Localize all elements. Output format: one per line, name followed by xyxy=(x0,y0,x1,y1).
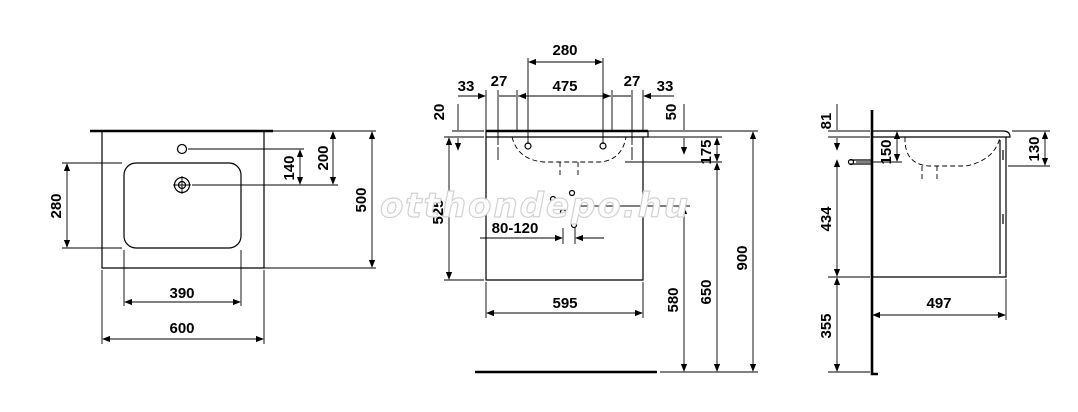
front-view-dim-525-label: 525 xyxy=(430,199,447,224)
watermark: otthondepo.hu xyxy=(380,186,690,226)
side-view-bowl-hidden xyxy=(904,136,1001,167)
top-view-dim-500-ext xyxy=(264,130,376,269)
side-view-dim-81-ext xyxy=(828,130,870,138)
front-view-dim-80-120-ext xyxy=(562,228,576,244)
side-view-drawer-lines xyxy=(999,140,1004,274)
side-view-dim-81-label: 81 xyxy=(818,113,835,130)
front-view: 280 33 27 475 27 33 20 50 175 525 80-120 xyxy=(430,42,758,374)
front-view-dim-525-ext xyxy=(444,136,484,281)
front-view-dim-33r-label: 33 xyxy=(657,78,674,95)
side-view-dim-130-ext xyxy=(1008,130,1050,167)
top-view-dim-140-ext xyxy=(188,148,304,186)
front-view-dim-650-label: 650 xyxy=(698,279,715,304)
top-view-basin-outline xyxy=(101,131,265,269)
side-view-dim-355-label: 355 xyxy=(818,313,835,338)
side-view-dim-497-label: 497 xyxy=(926,295,951,312)
side-view-dim-150-label: 150 xyxy=(878,139,895,164)
side-view-basin-top xyxy=(872,130,1011,138)
front-view-bowl-hidden xyxy=(511,136,627,163)
top-view-dim-500-label: 500 xyxy=(353,187,370,212)
side-view: 81 150 130 434 355 497 xyxy=(818,104,1050,376)
side-view-siphon-hidden xyxy=(921,166,938,180)
front-view-dim-row-ext xyxy=(485,90,644,145)
top-view-dim-600-label: 600 xyxy=(169,320,194,337)
top-view-dim-280-label: 280 xyxy=(48,193,65,218)
front-view-dim-595-label: 595 xyxy=(552,295,577,312)
side-view-dim-130-label: 130 xyxy=(1026,136,1043,161)
front-view-dim-900-label: 900 xyxy=(734,245,751,270)
front-view-drain-hole-2 xyxy=(568,189,576,197)
top-view-dim-600-ext xyxy=(101,270,265,344)
front-view-dim-20-label: 20 xyxy=(431,104,448,121)
side-view-pipe-end xyxy=(847,158,855,166)
side-view-dim-434-label: 434 xyxy=(818,206,835,232)
front-view-drain-hole-3 xyxy=(559,208,567,216)
front-view-dim-280-label: 280 xyxy=(552,42,577,59)
front-view-dim-50-ext xyxy=(645,130,690,138)
front-view-drain-hole-1 xyxy=(549,195,557,203)
front-view-dim-27l-label: 27 xyxy=(491,73,508,90)
front-view-drain-hole-4 xyxy=(570,221,578,229)
side-view-cabinet xyxy=(871,137,1007,278)
top-view-tap-hole xyxy=(176,143,188,155)
front-view-dim-175-ext xyxy=(625,136,722,163)
front-view-dim-595-ext xyxy=(485,282,644,318)
front-view-dim-80-120-label: 80-120 xyxy=(492,220,539,237)
side-view-dim-434-ext xyxy=(828,136,870,278)
top-view-dim-280-ext xyxy=(62,162,122,249)
top-view-dim-390-ext xyxy=(123,250,242,306)
front-view-basin-body xyxy=(485,131,649,138)
top-view-dim-200-label: 200 xyxy=(315,145,332,170)
top-view-drain-cross xyxy=(173,176,191,194)
front-view-dim-33l-label: 33 xyxy=(458,78,475,95)
top-view-bowl xyxy=(123,162,242,249)
front-view-siphon-hidden xyxy=(559,162,579,178)
top-view-dim-140-label: 140 xyxy=(281,155,298,180)
front-view-dim-27r-label: 27 xyxy=(624,73,641,90)
front-view-mount-holes xyxy=(497,147,633,160)
side-view-dim-150-ext xyxy=(856,130,902,163)
top-view: 280 140 200 500 390 600 xyxy=(48,129,376,344)
front-view-dim-650-ext xyxy=(690,371,724,373)
front-view-dim-580-ext xyxy=(576,205,690,373)
front-view-dim-175-label: 175 xyxy=(698,139,715,164)
top-view-dim-390-label: 390 xyxy=(169,285,194,302)
front-view-dim-50-label: 50 xyxy=(663,104,680,121)
front-view-dim-580-label: 580 xyxy=(665,287,682,312)
front-view-cabinet xyxy=(485,137,644,281)
front-view-dim-900-ext xyxy=(650,130,758,373)
front-view-dim-475-label: 475 xyxy=(552,78,577,95)
side-view-pipe xyxy=(850,159,872,165)
front-view-dim-280-ext xyxy=(527,58,604,144)
front-view-dim-20-ext xyxy=(452,130,484,138)
